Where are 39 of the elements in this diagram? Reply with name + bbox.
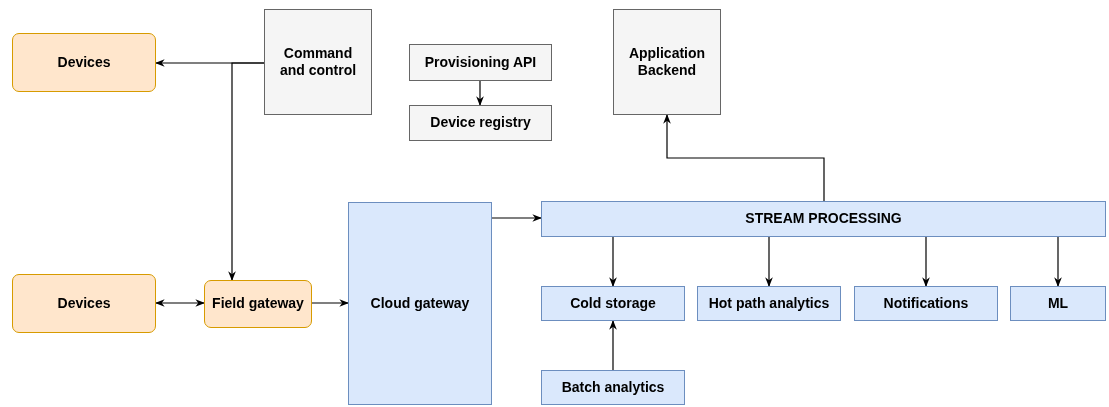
arrow xyxy=(765,236,773,287)
node-label: Notifications xyxy=(883,294,969,313)
process-box xyxy=(613,9,721,115)
node-label: Cold storage xyxy=(570,294,656,313)
device-box xyxy=(12,274,156,333)
node-label: Field gateway xyxy=(212,295,304,313)
process-box xyxy=(854,286,998,321)
process-box xyxy=(541,370,685,405)
gateway-box xyxy=(204,280,312,328)
arrow xyxy=(491,214,542,222)
node-label: ML xyxy=(1047,294,1069,313)
node-label: Devices xyxy=(57,294,111,313)
process-box xyxy=(264,9,372,115)
arrow xyxy=(609,236,617,287)
arrow xyxy=(311,299,349,307)
node-label: Device registry xyxy=(430,114,531,132)
process-box xyxy=(1010,286,1106,321)
node-label: Devices xyxy=(57,53,111,72)
arrow xyxy=(155,299,205,307)
process-bar xyxy=(541,201,1106,237)
gateway-box xyxy=(348,202,492,405)
process-box xyxy=(697,286,841,321)
arrow xyxy=(922,236,930,287)
arrow xyxy=(228,62,265,281)
arrow xyxy=(609,320,617,371)
node-label: Hot path analytics xyxy=(708,294,830,313)
process-box xyxy=(541,286,685,321)
arrow xyxy=(1054,236,1062,287)
process-box xyxy=(409,44,552,81)
arrow xyxy=(663,114,825,202)
node-label: Application Backend xyxy=(627,44,707,80)
process-box xyxy=(409,105,552,141)
node-label: Cloud gateway xyxy=(370,294,470,313)
node-label: STREAM PROCESSING xyxy=(745,210,902,228)
arrow xyxy=(476,80,484,106)
node-label: Provisioning API xyxy=(424,53,537,72)
node-label: Batch analytics xyxy=(561,378,665,397)
node-label: Command and control xyxy=(278,44,358,80)
device-box xyxy=(12,33,156,92)
